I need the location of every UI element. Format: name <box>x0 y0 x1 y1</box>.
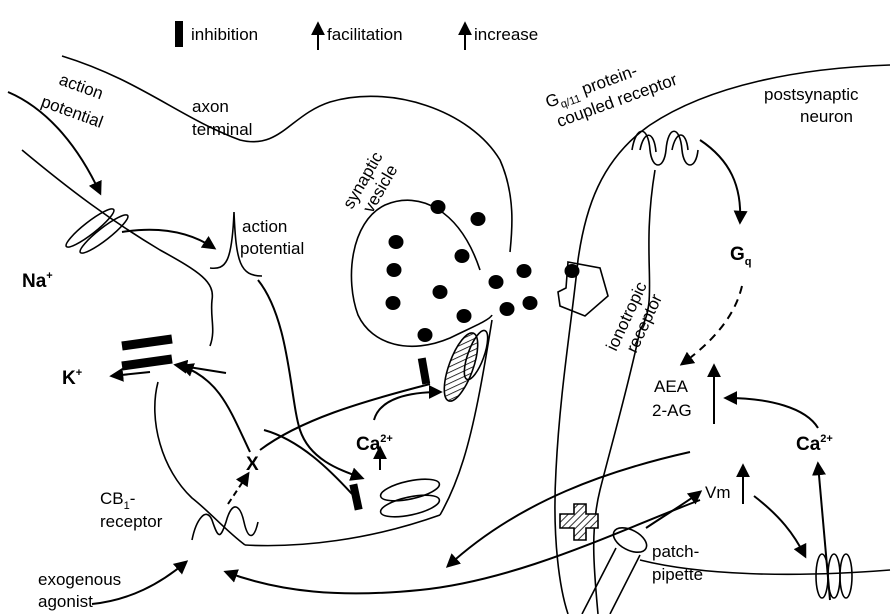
arrow-x-to-k2 <box>173 359 227 374</box>
vesicle-dot <box>430 200 446 214</box>
legend: inhibition facilitation increase <box>175 21 538 50</box>
calcium-channel-lower <box>379 478 441 518</box>
arrow-ca-to-vesicle <box>373 385 443 421</box>
label-action-potential-mid-1: action <box>242 217 287 236</box>
vesicle-dot <box>385 296 401 310</box>
arrow-ca-to-aea <box>723 391 819 429</box>
cb1-receptor-icon <box>191 506 259 541</box>
axon-lower-membrane <box>21 149 214 347</box>
calcium-channel-postsynaptic <box>815 553 853 599</box>
vesicle-dot <box>417 328 433 342</box>
arrow-patch-to-vm <box>645 490 703 529</box>
axon-membrane-bottom <box>244 514 441 547</box>
label-exogenous: exogenous <box>38 570 121 589</box>
label-patch: patch- <box>652 542 699 561</box>
vesicle-dot <box>454 249 470 263</box>
label-aea: AEA <box>654 377 689 396</box>
postsynaptic-right-membrane <box>592 169 656 614</box>
label-ca-right: Ca2+ <box>796 433 833 455</box>
label-gq-g: G <box>543 89 562 111</box>
axon-membrane-left <box>154 381 246 546</box>
label-neuron: neuron <box>800 107 853 126</box>
synaptic-vesicle <box>350 199 493 347</box>
action-potential-spike <box>209 211 263 277</box>
arrow-exogenous-agonist <box>91 560 189 605</box>
legend-facilitation: facilitation <box>327 25 403 44</box>
arrow-x-to-k <box>179 363 251 453</box>
vesicle-dot <box>470 212 486 226</box>
arrow-gq-receptor-to-gq <box>699 139 748 225</box>
arrow-retrograde-to-cb1 <box>223 499 701 595</box>
arrow-na-to-ap <box>121 228 217 250</box>
arrow-gq-to-aea <box>679 285 743 366</box>
potassium-channel <box>121 334 173 371</box>
label-2ag: 2-AG <box>652 401 692 420</box>
patch-pipette <box>581 526 648 614</box>
label-postsynaptic: postsynaptic <box>764 85 859 104</box>
legend-inhibition: inhibition <box>191 25 258 44</box>
vesicle-dot <box>386 263 402 277</box>
label-pipette: pipette <box>652 565 703 584</box>
arrow-x-to-vesicle-inhibit <box>259 383 431 451</box>
inhibition-bar-icon <box>175 21 183 47</box>
arrow-action-potential-in <box>7 91 102 196</box>
vesicle-dot <box>499 302 515 316</box>
label-terminal: terminal <box>192 120 252 139</box>
vesicle-dot <box>516 264 532 278</box>
arrow-cb1-to-x <box>227 471 250 505</box>
label-na: Na+ <box>22 270 53 292</box>
neurotransmitter-dots <box>385 200 580 342</box>
postsynaptic-bottom-membrane <box>639 559 891 576</box>
vesicle-dot <box>488 275 504 289</box>
label-k: K+ <box>62 367 82 389</box>
postsynaptic-membrane <box>554 64 891 614</box>
inhibition-bar-vesicle <box>417 357 431 385</box>
arrow-ap-to-ca-channel <box>257 279 365 481</box>
ionotropic-receptor <box>557 261 609 317</box>
legend-increase: increase <box>474 25 538 44</box>
label-agonist: agonist <box>38 592 93 611</box>
vesicle-dot <box>456 309 472 323</box>
axon-terminal-membrane-top <box>61 55 513 253</box>
hatched-cross-channel <box>559 503 599 541</box>
vesicle-dot <box>388 235 404 249</box>
label-x: X <box>246 454 259 475</box>
arrow-ca-in-postsyn <box>812 461 831 601</box>
label-action-potential-mid-2: potential <box>240 239 304 258</box>
sodium-channel <box>65 208 129 254</box>
calcium-channel-hatched <box>443 329 489 402</box>
arrow-k-out <box>109 367 151 382</box>
label-axon: axon <box>192 97 229 116</box>
arrow-x-to-ca-inhibit <box>263 429 353 495</box>
terminal-right-membrane <box>439 319 493 516</box>
arrow-endocannabinoid-retrograde <box>445 451 691 568</box>
arrow-vm-to-ca-channel <box>753 495 807 559</box>
gq-coupled-receptor <box>631 130 699 166</box>
vesicle-dot <box>432 285 448 299</box>
label-gq: Gq <box>730 244 752 268</box>
label-ca-mid: Ca2+ <box>356 433 393 455</box>
inhibition-bar-ca <box>349 483 363 511</box>
label-cb1: CB1- <box>100 489 135 512</box>
vesicle-dot <box>522 296 538 310</box>
label-cb1-receptor: receptor <box>100 512 163 531</box>
label-vm: Vm <box>705 483 731 502</box>
